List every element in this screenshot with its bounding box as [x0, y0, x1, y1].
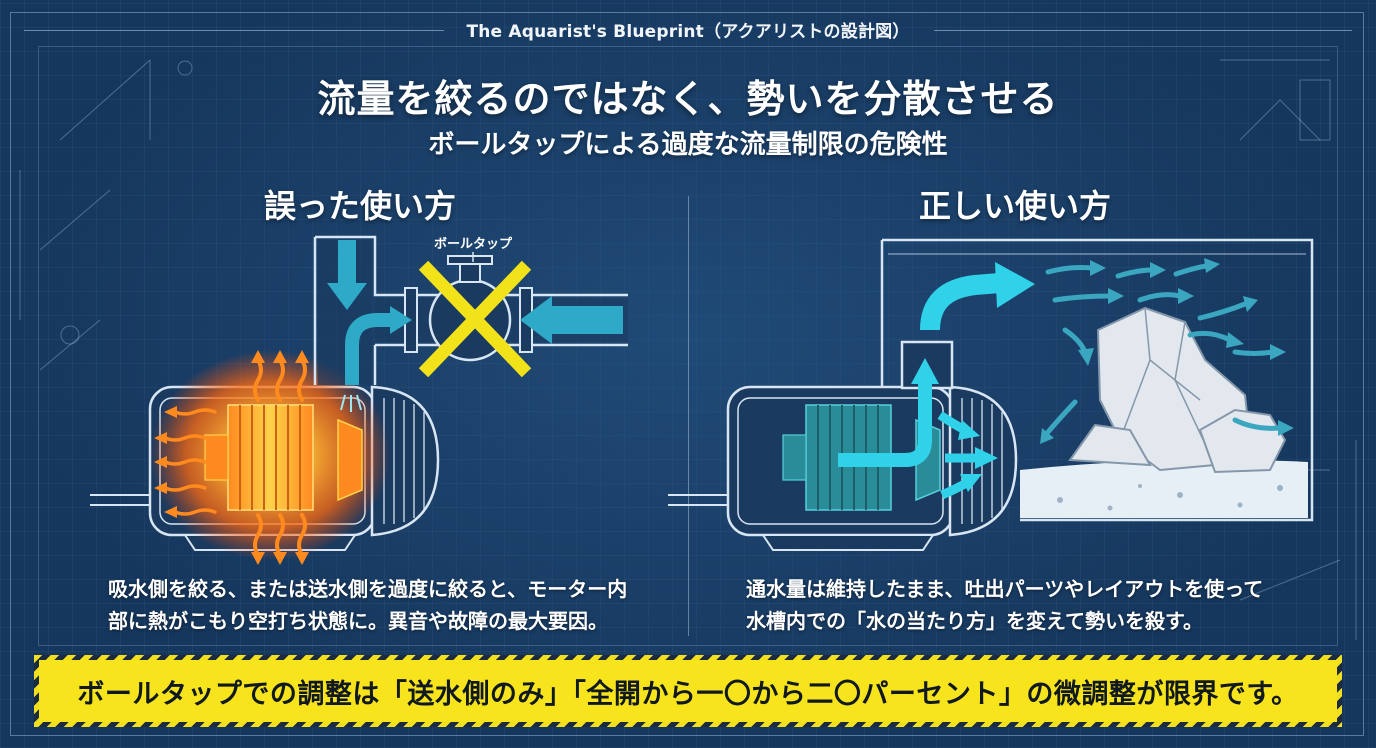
wrong-usage-heading: 誤った使い方 [263, 187, 456, 225]
warning-banner-text: ボールタップでの調整は「送水側のみ」「全開から一〇から二〇パーセント」の微調整が… [39, 660, 1337, 722]
main-subtitle: ボールタップによる過度な流量制限の危険性 [428, 130, 948, 160]
correct-usage-illustration [668, 238, 1314, 551]
aquarium-tank [882, 238, 1314, 522]
warning-banner: ボールタップでの調整は「送水側のみ」「全開から一〇から二〇パーセント」の微調整が… [34, 655, 1342, 727]
ball-valve-label: ボールタップ [434, 236, 513, 252]
blueprint-decorations [19, 59, 1357, 640]
water-flow-arrow-icon [327, 283, 367, 310]
pump-end-cap [370, 385, 440, 537]
wrong-usage-illustration [90, 235, 628, 565]
header-rule-right [934, 30, 1352, 31]
wrong-usage-description-line2: 部に熱がこもり空打ち状態に。異音や故障の最大要因。 [108, 609, 608, 633]
header-caption: The Aquarist's Blueprint（アクアリストの設計図） [466, 22, 910, 42]
inner-frame [38, 46, 1338, 646]
warning-x-icon [418, 260, 532, 378]
correct-usage-description-line1: 通水量は維持したまま、吐出パーツやレイアウトを使って [746, 577, 1264, 601]
header-rule-left [24, 30, 444, 31]
water-flow-arrow-icon [911, 358, 939, 384]
correct-usage-description-line2: 水槽内での「水の当たり方」を変えて勢いを殺す。 [746, 609, 1203, 633]
main-title: 流量を絞るのではなく、勢いを分散させる [317, 77, 1059, 121]
outer-frame [10, 12, 1364, 736]
wrong-usage-description: 吸水側を絞る、または送水側を過度に絞ると、モーター内 部に熱がこもり空打ち状態に… [108, 573, 668, 637]
correct-usage-description: 通水量は維持したまま、吐出パーツやレイアウトを使って 水槽内での「水の当たり方」… [746, 573, 1336, 637]
heat-arrow-icon [253, 358, 307, 557]
correct-usage-heading: 正しい使い方 [918, 187, 1111, 225]
wrong-usage-description-line1: 吸水側を絞る、または送水側を過度に絞ると、モーター内 [108, 577, 628, 601]
overheated-rotor [227, 404, 314, 511]
substrate [1020, 459, 1308, 518]
center-divider [688, 196, 689, 636]
